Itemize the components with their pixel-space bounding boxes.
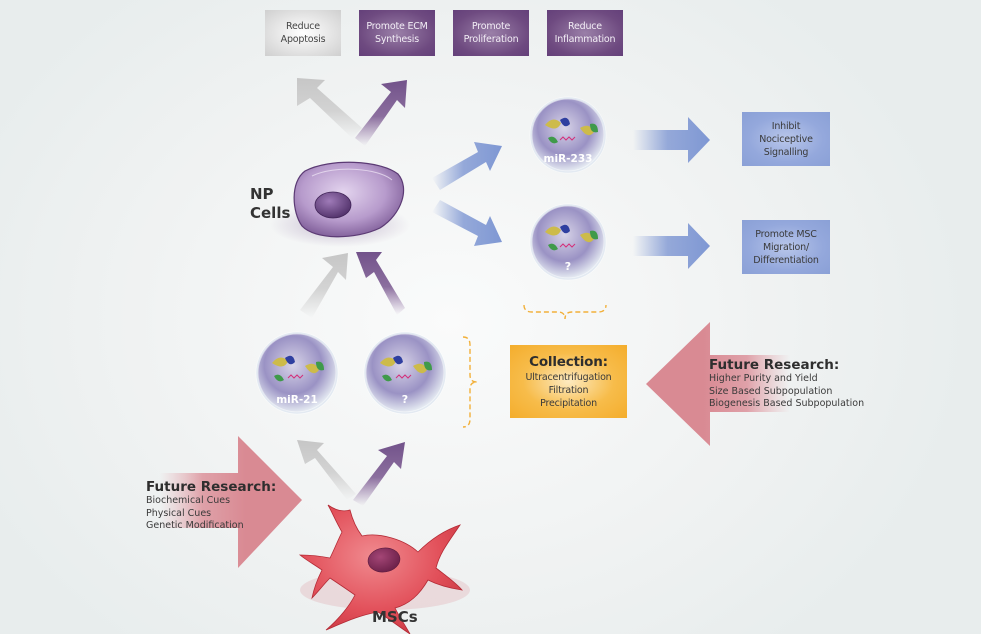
future-research-item: Biochemical Cues bbox=[146, 495, 231, 506]
arrow-np-to-mir233 bbox=[432, 142, 502, 190]
vesicle-label-unknown-right: ? bbox=[565, 260, 571, 273]
collection-brace-vertical bbox=[462, 336, 478, 428]
outcome-promote-msc-migration: Promote MSC Migration/ Differentiation bbox=[742, 220, 830, 274]
arrow-msc-to-mir21 bbox=[297, 440, 356, 500]
outcome-reduce-apoptosis: Reduce Apoptosis bbox=[265, 10, 341, 56]
future-research-item: Biogenesis Based Subpopulation bbox=[709, 398, 865, 409]
arrow-mir233-to-nociceptive bbox=[633, 117, 710, 163]
arrow-np-to-apoptosis bbox=[297, 78, 362, 138]
vesicle-mir21 bbox=[255, 331, 339, 415]
collection-method: Precipitation bbox=[540, 397, 597, 409]
future-research-left: Future Research: Biochemical Cues Physic… bbox=[146, 479, 276, 533]
np-cell-highlight bbox=[311, 168, 393, 181]
future-research-right: Future Research: Higher Purity and Yield… bbox=[709, 357, 864, 411]
future-research-item: Genetic Modification bbox=[146, 520, 244, 531]
future-research-item: Higher Purity and Yield bbox=[709, 373, 818, 384]
vesicle-mir233 bbox=[529, 96, 607, 174]
vesicle-label-mir21: miR-21 bbox=[276, 394, 318, 406]
arrow-unknown-to-migration bbox=[633, 223, 710, 269]
arrow-msc-to-unknown bbox=[353, 442, 405, 506]
collection-method: Filtration bbox=[548, 384, 589, 396]
future-research-right-title: Future Research: bbox=[709, 357, 840, 373]
future-research-item: Physical Cues bbox=[146, 507, 212, 519]
future-research-left-title: Future Research: bbox=[146, 479, 277, 495]
future-research-item: Size Based Subpopulation bbox=[709, 385, 833, 397]
collection-brace-horizontal bbox=[523, 304, 607, 320]
collection-method: Ultracentrifugation bbox=[525, 371, 612, 383]
arrow-unknown-to-np bbox=[356, 252, 405, 315]
arrow-np-to-ecm bbox=[355, 80, 407, 146]
collection-title: Collection: bbox=[529, 353, 608, 370]
outcome-promote-proliferation: Promote Proliferation bbox=[453, 10, 529, 56]
vesicle-unknown-left bbox=[363, 331, 447, 415]
np-cell-nucleus bbox=[314, 191, 352, 219]
vesicle-unknown-right bbox=[529, 203, 607, 281]
mscs-label: MSCs bbox=[372, 608, 418, 626]
np-cells-label: NP Cells bbox=[250, 185, 291, 222]
outcome-promote-ecm-synthesis: Promote ECM Synthesis bbox=[359, 10, 435, 56]
vesicle-label-mir233: miR-233 bbox=[544, 153, 593, 165]
outcome-reduce-inflammation: Reduce Inflammation bbox=[547, 10, 623, 56]
collection-box: Collection: Ultracentrifugation Filtrati… bbox=[510, 345, 627, 418]
future-research-right-arrow bbox=[646, 322, 790, 446]
vesicle-label-unknown-left: ? bbox=[402, 393, 408, 406]
arrow-mir21-to-np bbox=[300, 253, 348, 318]
arrow-np-to-unknown-vesicle bbox=[432, 200, 502, 246]
outcome-inhibit-nociceptive-signalling: Inhibit Nociceptive Signalling bbox=[742, 112, 830, 166]
future-research-left-arrow bbox=[160, 436, 302, 568]
msc-cell-nucleus bbox=[367, 547, 401, 573]
